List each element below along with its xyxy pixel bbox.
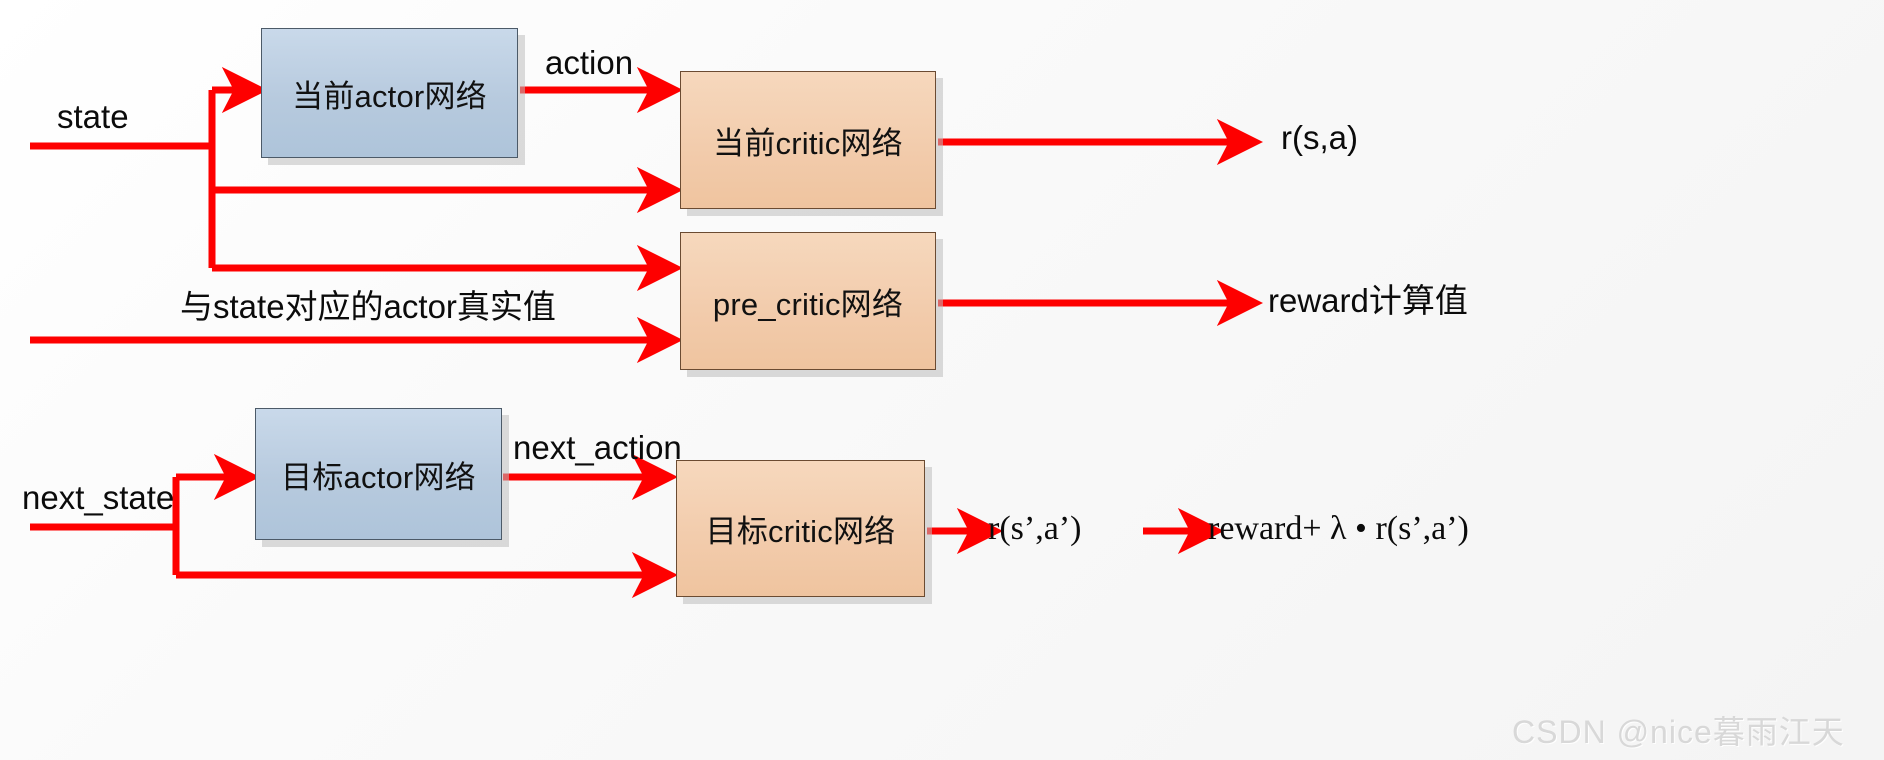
node-current-critic-label: 当前critic网络 bbox=[713, 125, 903, 161]
node-current-critic[interactable]: 当前critic网络 bbox=[680, 71, 936, 209]
node-current-actor-label: 当前actor网络 bbox=[292, 78, 487, 114]
node-current-actor[interactable]: 当前actor网络 bbox=[261, 28, 518, 158]
label-action: action bbox=[545, 44, 634, 81]
label-actor-truth-value: 与state对应的actor真实值 bbox=[180, 288, 556, 325]
label-target-formula: reward+ λ • r(s’,a’) bbox=[1208, 510, 1469, 547]
label-next-state: next_state bbox=[22, 479, 175, 516]
node-pre-critic-label: pre_critic网络 bbox=[712, 286, 904, 322]
label-next-action: next_action bbox=[513, 429, 682, 466]
csdn-watermark: CSDN @nice暮雨江天 bbox=[1512, 714, 1845, 750]
node-target-critic-label: 目标critic网络 bbox=[705, 514, 896, 549]
label-r-next-state-action: r(s’,a’) bbox=[988, 510, 1082, 547]
node-pre-critic[interactable]: pre_critic网络 bbox=[680, 232, 936, 370]
node-target-critic[interactable]: 目标critic网络 bbox=[676, 460, 925, 597]
label-state: state bbox=[57, 98, 129, 135]
node-target-actor-label: 目标actor网络 bbox=[281, 459, 476, 495]
label-reward-value: reward计算值 bbox=[1268, 282, 1468, 319]
node-target-actor[interactable]: 目标actor网络 bbox=[255, 408, 502, 540]
label-r-s-a: r(s,a) bbox=[1281, 119, 1358, 156]
